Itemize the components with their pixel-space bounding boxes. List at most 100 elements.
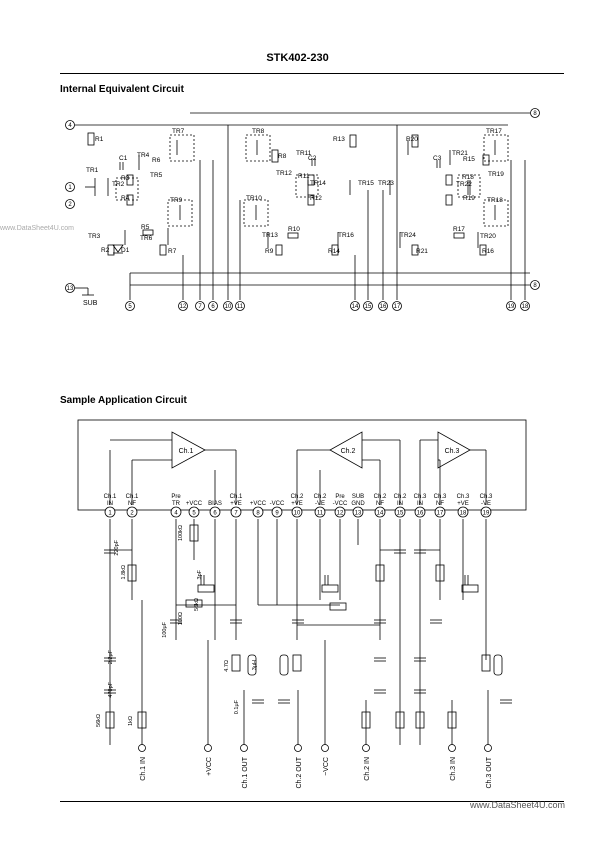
label-r3: R3: [121, 175, 130, 182]
pin-number-19: 19: [483, 511, 490, 517]
label-r12: R12: [310, 195, 322, 202]
label-r21: R21: [416, 248, 428, 255]
label-tr2: TR2: [112, 181, 125, 188]
component-value: 100kΩ: [178, 525, 184, 541]
bottom-label: Ch.1 IN: [140, 757, 147, 781]
label-r5: R5: [141, 224, 150, 231]
label-tr17: TR17: [486, 128, 502, 135]
watermark: www.DataSheet4U.com: [0, 225, 74, 232]
pin-label-6: BIAS: [208, 501, 222, 507]
component-value: 1kΩ: [128, 716, 134, 726]
pin-num-12: 12: [180, 304, 187, 310]
pin-label-19: Ch.3: [480, 494, 493, 500]
pin-number-6: 6: [213, 511, 217, 517]
label-r19: R19: [463, 195, 475, 202]
pin-number-13: 13: [355, 511, 362, 517]
pin-label-9: -VCC: [270, 501, 285, 507]
label-c1: C1: [119, 155, 128, 162]
pin-label-18: Ch.3: [457, 494, 470, 500]
pin-num-4: 4: [68, 123, 72, 129]
label-r6: R6: [152, 157, 161, 164]
application-pin-markers: [104, 506, 492, 518]
bottom-label: +VCC: [206, 757, 213, 776]
pin-15: [394, 506, 406, 518]
pin-12: [334, 506, 346, 518]
component-value: 220pF: [114, 539, 120, 555]
label-r4: R4: [121, 195, 130, 202]
amp-label-ch2: Ch.2: [341, 448, 356, 455]
component-value: 2.2μF: [108, 649, 114, 664]
label-tr23: TR23: [378, 180, 394, 187]
pin-number-9: 9: [275, 511, 279, 517]
label-tr4: TR4: [137, 152, 150, 159]
pin-14: [374, 506, 386, 518]
pin-10: [291, 506, 303, 518]
pin-9: [271, 506, 283, 518]
component-value: 3μH: [252, 660, 258, 670]
pin-number-14: 14: [377, 511, 384, 517]
pin-number-10: 10: [294, 511, 301, 517]
label-r11: R11: [298, 173, 310, 180]
pin-label-16: Ch.3: [414, 494, 427, 500]
pin-number-18: 18: [460, 511, 467, 517]
label-r13: R13: [333, 136, 345, 143]
pin-19: [480, 506, 492, 518]
pin-8: [252, 506, 264, 518]
pin-number-1: 1: [108, 511, 112, 517]
pin-label-12: -VCC: [333, 501, 348, 507]
pin-11: [314, 506, 326, 518]
label-r8: R8: [278, 153, 287, 160]
label-tr5: TR5: [150, 172, 163, 179]
bottom-label: Ch.2 OUT: [296, 756, 303, 788]
pin-4: [170, 506, 182, 518]
pin-label-7: +VE: [230, 501, 242, 507]
pin-num-8a: 8: [533, 111, 537, 117]
bottom-label: Ch.2 IN: [364, 757, 371, 781]
label-tr3: TR3: [88, 233, 101, 240]
label-tr19: TR19: [488, 171, 504, 178]
label-r7: R7: [168, 248, 177, 255]
pin-label-14: Ch.2: [374, 494, 387, 500]
pin-number-16: 16: [417, 511, 424, 517]
label-r9: R9: [265, 248, 274, 255]
pin-number-8: 8: [256, 511, 260, 517]
pin-num-17: 17: [394, 304, 401, 310]
pin-num-14: 14: [352, 304, 359, 310]
component-value: 56kΩ: [96, 714, 102, 727]
pin-number-2: 2: [130, 511, 134, 517]
application-circuit: [77, 419, 527, 745]
label-tr16: TR16: [338, 232, 354, 239]
label-tr8: TR8: [252, 128, 265, 135]
pin-label-4: TR: [172, 501, 181, 507]
pin-7: [230, 506, 242, 518]
internal-circuit-heading: Internal Equivalent Circuit: [60, 84, 184, 95]
pin-5: [188, 506, 200, 518]
pin-1: [104, 506, 116, 518]
pin-label-13: GND: [351, 501, 365, 507]
pin-label-2: Ch.1: [126, 494, 139, 500]
pin-num-11: 11: [237, 304, 244, 310]
label-d1: D1: [121, 247, 130, 254]
pin-num-2: 2: [68, 202, 72, 208]
footer-watermark: www.DataSheet4U.com: [469, 800, 565, 810]
label-r16: R16: [482, 248, 494, 255]
pin-label-17: NF: [436, 501, 444, 507]
pin-label-14: NF: [376, 501, 384, 507]
pin-label-10: +VE: [291, 501, 303, 507]
internal-equivalent-circuit: [75, 112, 530, 300]
pin-label-15: IN: [397, 501, 403, 507]
pin-label-15: Ch.2: [394, 494, 407, 500]
label-tr18: TR18: [487, 197, 503, 204]
pin-label-10: Ch.2: [291, 494, 304, 500]
pin-num-15: 15: [365, 304, 372, 310]
pin-label-1: Ch.1: [104, 494, 117, 500]
label-tr20: TR20: [480, 233, 496, 240]
label-tr11: TR11: [296, 150, 312, 157]
pin-label-7: Ch.1: [230, 494, 243, 500]
pin-num-1: 1: [68, 185, 72, 191]
label-r1: R1: [95, 136, 104, 143]
page-title: STK402-230: [266, 52, 329, 64]
label-tr21: TR21: [452, 150, 468, 157]
